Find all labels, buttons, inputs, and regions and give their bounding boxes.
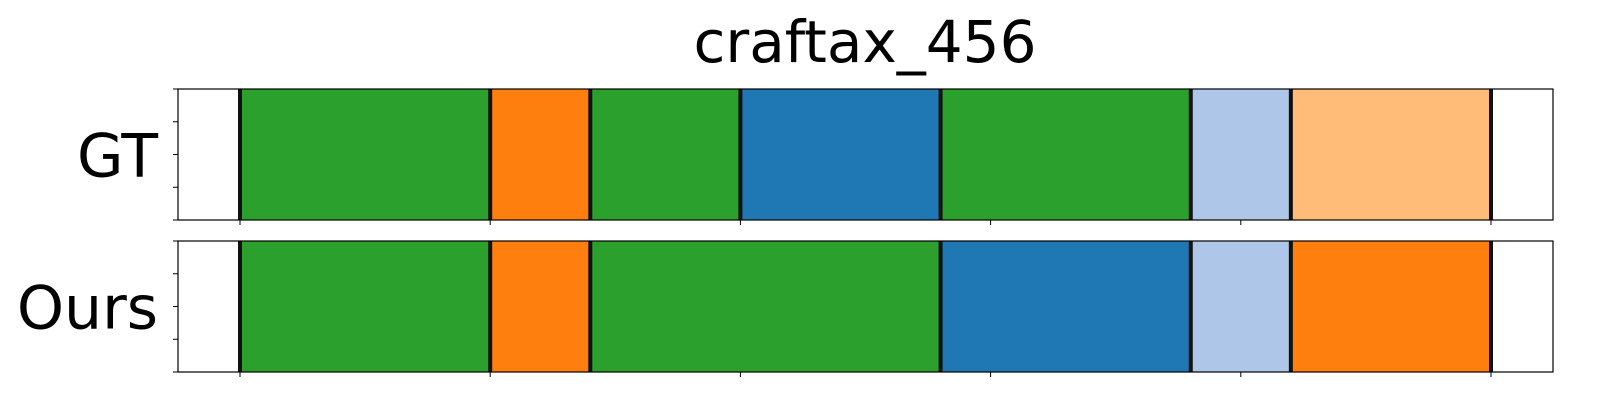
segment-5 <box>1190 241 1291 372</box>
chart-panels: GT Ours <box>17 88 1554 377</box>
segment-6 <box>1190 89 1291 220</box>
segment-4 <box>940 241 1191 372</box>
segment-1 <box>240 89 491 220</box>
segment-2 <box>490 241 591 372</box>
segment-3 <box>590 89 741 220</box>
segment-3 <box>590 241 941 372</box>
segment-2 <box>490 89 591 220</box>
row-label-gt: GT <box>77 122 158 192</box>
segment-6 <box>1290 241 1491 372</box>
segment-1 <box>240 241 491 372</box>
segment-4 <box>740 89 941 220</box>
segment-7 <box>1290 89 1491 220</box>
panel-gt: GT <box>77 88 1554 225</box>
panel-ours: Ours <box>17 240 1554 377</box>
row-label-ours: Ours <box>17 274 158 344</box>
segment-5 <box>940 89 1191 220</box>
chart-title: craftax_456 <box>694 8 1037 76</box>
